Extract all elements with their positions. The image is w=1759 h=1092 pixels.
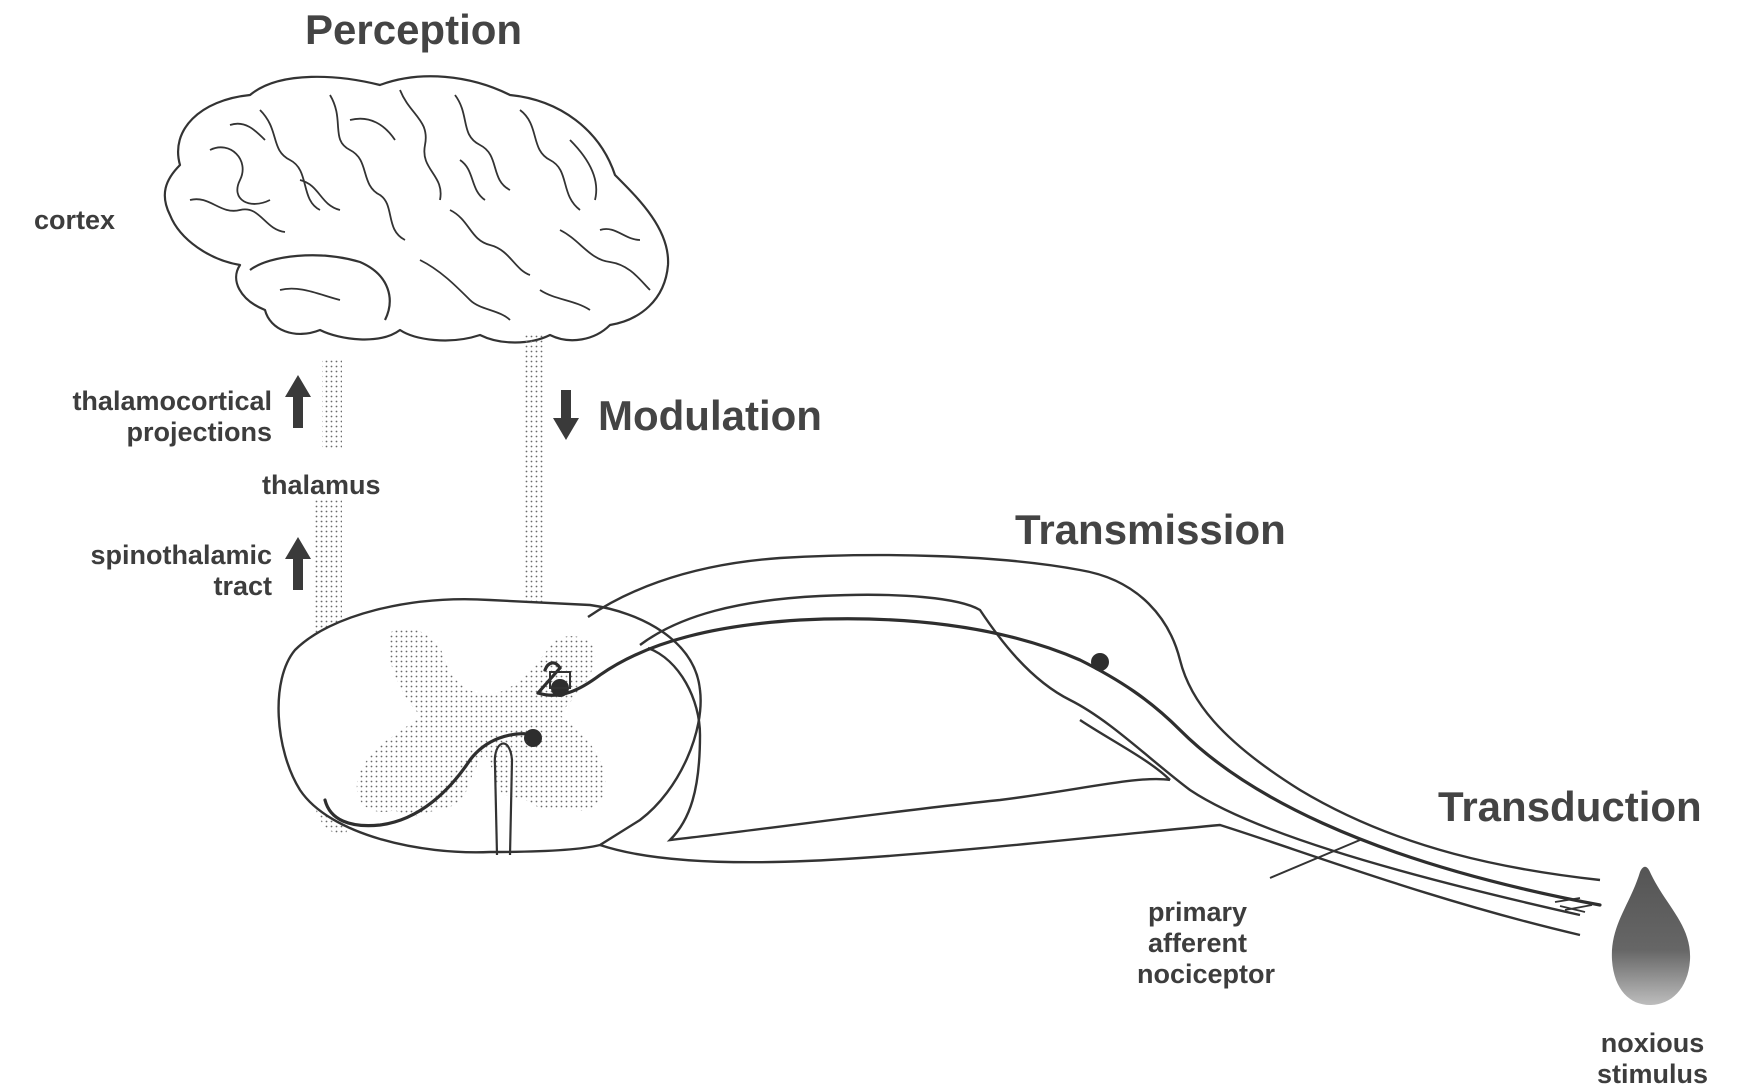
primary-afferent-nerve (588, 555, 1600, 935)
label-stimulus: stimulus (1580, 1059, 1725, 1090)
dorsal-root-ganglion-dot (1091, 653, 1109, 671)
label-nociceptor: nociceptor (1060, 959, 1275, 990)
spinal-cord-section (279, 599, 701, 855)
label-spinothalamic-tract: spinothalamic tract (12, 540, 272, 602)
stage-transduction: Transduction (1438, 783, 1702, 831)
label-spinothalamic: spinothalamic (12, 540, 272, 571)
label-thalamus: thalamus (262, 470, 381, 501)
up-arrow-icon (285, 375, 311, 428)
stage-transmission: Transmission (1015, 506, 1286, 554)
label-noxious: noxious (1580, 1028, 1725, 1059)
label-tract: tract (12, 571, 272, 602)
label-cortex: cortex (34, 205, 115, 236)
brain-cortex-drawing (165, 76, 668, 342)
label-afferent: afferent (1060, 928, 1247, 959)
up-arrow-icon (285, 537, 311, 590)
label-primary-afferent-nociceptor: primary afferent nociceptor (1060, 897, 1275, 990)
label-primary: primary (1060, 897, 1247, 928)
label-thalamocortical: thalamocortical (12, 386, 272, 417)
synapse-dot (524, 729, 542, 747)
label-projections: projections (12, 417, 272, 448)
thalamocortical-tract (322, 360, 342, 448)
down-arrow-icon (553, 390, 579, 440)
stage-perception: Perception (305, 6, 522, 54)
noxious-stimulus-drop (1612, 867, 1690, 1005)
label-noxious-stimulus: noxious stimulus (1580, 1028, 1725, 1090)
stage-modulation: Modulation (598, 392, 822, 440)
label-thalamocortical-projections: thalamocortical projections (12, 386, 272, 448)
